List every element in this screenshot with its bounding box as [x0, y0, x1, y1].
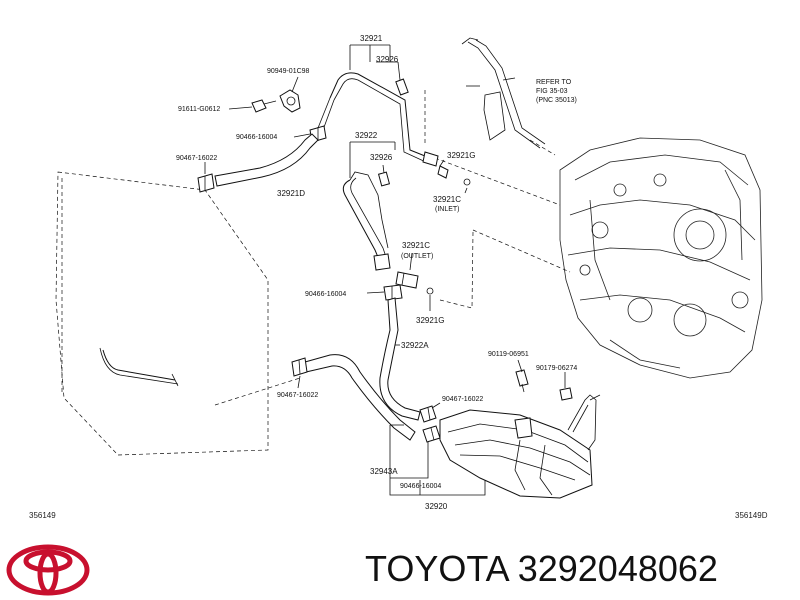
label-pnc-35013: (PNC 35013): [536, 97, 577, 104]
label-90467-16022-right: 90467-16022: [442, 396, 483, 403]
label-32921: 32921: [360, 34, 383, 43]
bolt-91611: [251, 99, 277, 113]
label-90119-06951: 90119-06951: [488, 351, 529, 358]
label-32926-top: 32926: [376, 55, 399, 64]
brand-name: TOYOTA: [365, 548, 508, 589]
label-32921g-upper: 32921G: [447, 151, 475, 160]
label-outlet: (OUTLET): [401, 253, 433, 260]
label-90467-16022-lower: 90467-16022: [277, 392, 318, 399]
clip-90466-middle: [383, 284, 403, 301]
dashed-leader-lines: [214, 90, 571, 406]
hose-32922: [342, 171, 391, 271]
hose-32921d: [197, 133, 319, 193]
label-32922a: 32922A: [401, 341, 429, 350]
clamp-90949: [279, 89, 301, 113]
label-91611-g0612: 91611-G0612: [178, 106, 220, 113]
label-inlet: (INLET): [435, 206, 460, 213]
label-32920: 32920: [425, 502, 448, 511]
hose-32921: [317, 72, 439, 167]
label-32926-mid: 32926: [370, 153, 393, 162]
oil-cooler-32920: [439, 369, 601, 499]
hose-32943a: [291, 354, 416, 441]
label-32921g-lower: 32921G: [416, 316, 444, 325]
radiator-outline: [55, 171, 269, 456]
label-leaders: [204, 44, 566, 496]
label-refer-to: REFER TO: [536, 79, 572, 86]
clip-90467-lower: [419, 405, 437, 423]
product-title: TOYOTA 3292048062: [365, 548, 718, 590]
figure-ref-right: 356149D: [735, 511, 768, 520]
label-90949-01c98: 90949-01C98: [267, 68, 310, 75]
transaxle-drawing: [559, 137, 763, 379]
clip-90466-lower: [422, 425, 441, 443]
figure-ref-left: 356149: [29, 511, 56, 520]
dipstick-tube: [461, 37, 556, 156]
fitting-32921c-inlet: [437, 165, 471, 186]
hose-32922a: [379, 297, 421, 421]
label-90179-06274: 90179-06274: [536, 365, 577, 372]
part-number: 3292048062: [517, 548, 718, 589]
label-32921c-outlet: 32921C: [402, 241, 430, 250]
label-90466-16004-middle: 90466-16004: [305, 291, 346, 298]
label-90466-16004-lower: 90466-16004: [400, 483, 441, 490]
label-32921c-inlet: 32921C: [433, 195, 461, 204]
fitting-32921c-outlet: [395, 271, 434, 295]
label-32943a: 32943A: [370, 467, 398, 476]
label-90467-16022-upper: 90467-16022: [176, 155, 217, 162]
part-labels: 32921 32926 90949-01C98 91611-G0612 9046…: [176, 34, 577, 511]
label-32922: 32922: [355, 131, 378, 140]
toyota-logo: [6, 544, 90, 596]
label-32921d: 32921D: [277, 189, 305, 198]
label-90466-16004-upper: 90466-16004: [236, 134, 277, 141]
label-fig-35-03: FIG 35-03: [536, 88, 568, 95]
